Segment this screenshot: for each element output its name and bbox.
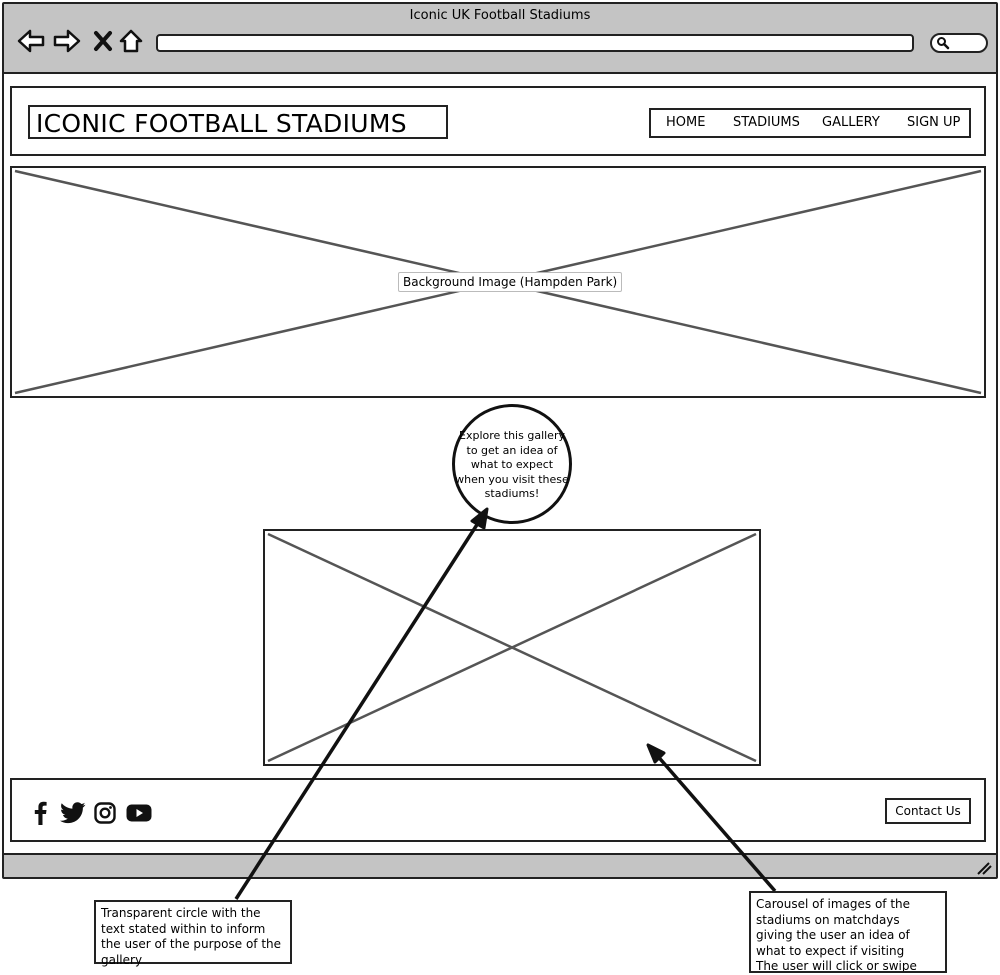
carousel-annotation-text: Carousel of images of the stadiums on ma… <box>756 897 911 958</box>
home-icon[interactable] <box>116 26 146 56</box>
logo[interactable]: ICONIC FOOTBALL STADIUMS <box>28 105 448 139</box>
hero-image-placeholder: Background Image (Hampden Park) <box>10 166 986 398</box>
hero-image-label: Background Image (Hampden Park) <box>398 272 623 292</box>
twitter-icon[interactable] <box>60 800 86 826</box>
browser-chrome: Iconic UK Football Stadiums <box>4 4 996 74</box>
nav-home[interactable]: HOME <box>666 115 706 130</box>
nav-stadiums[interactable]: STADIUMS <box>733 115 800 130</box>
gallery-intro-circle: Explore this gallery to get an idea of w… <box>452 404 572 524</box>
contact-us-button[interactable]: Contact Us <box>885 798 971 824</box>
gallery-intro-text: Explore this gallery to get an idea of w… <box>455 429 569 500</box>
site-header: ICONIC FOOTBALL STADIUMS HOME STADIUMS G… <box>10 86 986 156</box>
window-title: Iconic UK Football Stadiums <box>409 8 591 23</box>
main-nav: HOME STADIUMS GALLERY SIGN UP <box>649 108 971 138</box>
logo-text: ICONIC FOOTBALL STADIUMS <box>36 109 407 138</box>
site-footer: Contact Us <box>10 778 986 842</box>
address-bar[interactable] <box>156 34 914 52</box>
instagram-icon[interactable] <box>94 800 116 826</box>
circle-annotation-text: Transparent circle with the text stated … <box>101 906 282 967</box>
status-bar <box>4 853 996 877</box>
gallery-carousel[interactable] <box>263 529 761 766</box>
youtube-icon[interactable] <box>126 800 152 826</box>
forward-arrow-icon[interactable] <box>52 26 82 56</box>
resize-grip-icon[interactable] <box>976 861 992 875</box>
nav-gallery[interactable]: GALLERY <box>822 115 880 130</box>
back-arrow-icon[interactable] <box>16 26 46 56</box>
carousel-annotation-text-2: The user will click or swipe <box>756 959 917 973</box>
close-icon[interactable] <box>88 26 118 56</box>
carousel-annotation-note: Carousel of images of the stadiums on ma… <box>749 891 947 973</box>
facebook-icon[interactable] <box>32 800 48 826</box>
search-icon <box>936 36 950 50</box>
nav-sign-up[interactable]: SIGN UP <box>907 115 961 130</box>
browser-search-field[interactable] <box>930 33 988 53</box>
circle-annotation-note: Transparent circle with the text stated … <box>94 900 292 967</box>
